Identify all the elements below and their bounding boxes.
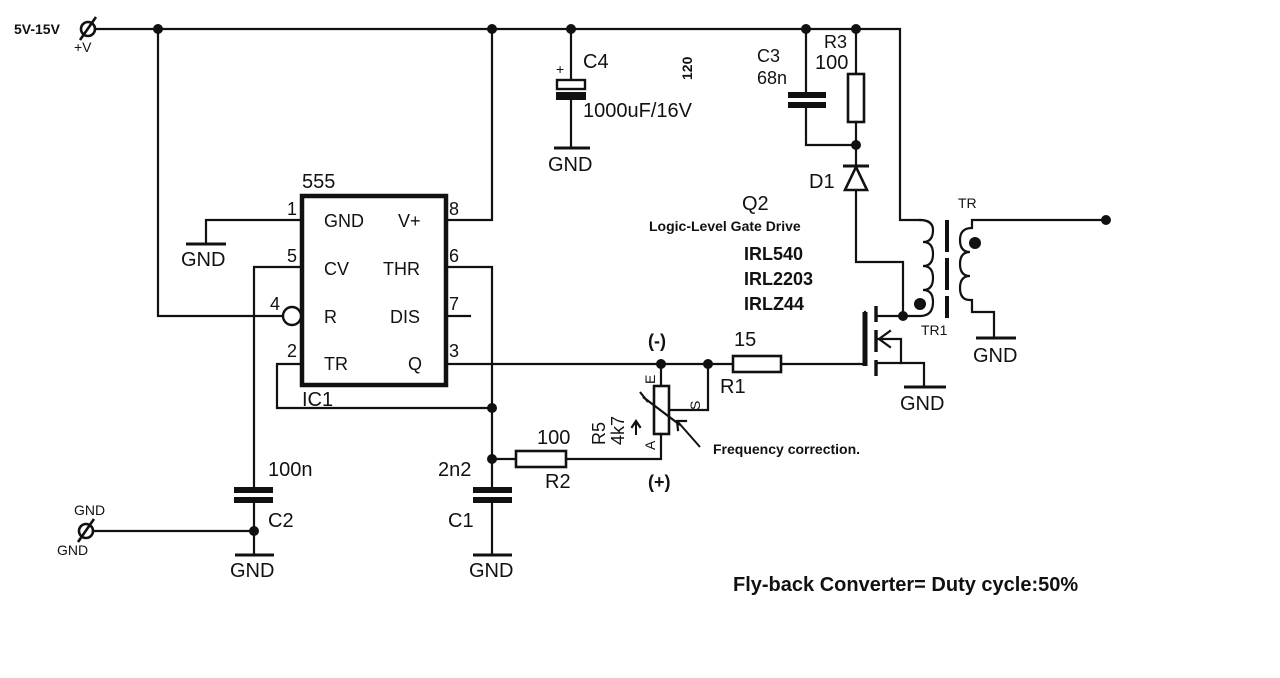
diode-d1: D1: [809, 163, 905, 315]
c2-ref: C2: [268, 510, 294, 532]
supply-terminal-label: +V: [74, 39, 92, 55]
c2-value: 100n: [268, 459, 313, 481]
pin-name: GND: [324, 211, 364, 231]
ground-label: GND: [469, 560, 513, 582]
r5-pin-a: A: [642, 440, 658, 450]
pin-name: Q: [408, 354, 422, 374]
pin-name: CV: [324, 259, 349, 279]
d1-ref: D1: [809, 171, 835, 193]
junction-node: [851, 140, 861, 150]
pin-number: 5: [287, 246, 297, 266]
ic1-part: 555: [302, 171, 335, 193]
ic1-ref: IC1: [302, 389, 333, 411]
capacitor-c2: 100n C2 GND: [230, 459, 313, 582]
q2-labels: Q2 Logic-Level Gate Drive IRL540 IRL2203…: [649, 193, 813, 314]
pin1-gnd-wire: [204, 218, 304, 246]
c1-ref: C1: [448, 510, 474, 532]
pin-name: THR: [383, 259, 420, 279]
r5-note: Frequency correction.: [713, 441, 860, 457]
junction-node: [487, 403, 497, 413]
ground-terminal-bottom-label: GND: [57, 542, 88, 558]
ground-label: GND: [973, 345, 1017, 367]
r3-value: 100: [815, 52, 848, 74]
pin-name: TR: [324, 354, 348, 374]
r3-ref: R3: [824, 32, 847, 52]
r5-pin-s: S: [687, 401, 703, 410]
capacitor-c4: + C4 1000uF/16V GND: [548, 27, 693, 176]
q2-part: IRL540: [744, 244, 803, 264]
c3-value: 68n: [757, 68, 787, 88]
thr-wire: [444, 265, 494, 489]
potentiometer-r5: E S A R5 4k7 Frequency correction.: [560, 362, 860, 461]
pin-name: V+: [398, 211, 421, 231]
supply-terminal: 5V-15V +V: [14, 16, 98, 55]
ground-label: GND: [900, 393, 944, 415]
output-terminal: [1101, 215, 1111, 225]
secondary-dot: [969, 237, 981, 249]
c4-polarity: +: [556, 61, 564, 77]
r5-pin-e: E: [642, 375, 658, 384]
ground-label: GND: [230, 560, 274, 582]
ground-terminal: GND GND: [57, 502, 256, 558]
ground-label: GND: [548, 154, 592, 176]
r1-ref: R1: [720, 376, 746, 398]
tr1-ref: TR1: [921, 322, 948, 338]
pin-number: 3: [449, 341, 459, 361]
q2-part: IRLZ44: [744, 294, 804, 314]
pin-number: 4: [270, 294, 280, 314]
tr-wire: [275, 362, 494, 410]
c1-value: 2n2: [438, 459, 471, 481]
reset-wire: [156, 27, 284, 318]
reset-inversion-bubble: [281, 305, 303, 327]
polarity-minus: (-): [648, 331, 666, 351]
pin-number: 6: [449, 246, 459, 266]
capacitor-c3: C3 68n: [757, 27, 858, 147]
tr-ref: TR: [958, 195, 977, 211]
r5-value: 4k7: [608, 416, 628, 445]
q2-part: IRL2203: [744, 269, 813, 289]
stray-label: 120: [679, 56, 695, 80]
pin-number: 2: [287, 341, 297, 361]
pin-name: DIS: [390, 307, 420, 327]
junction-node: [487, 454, 497, 464]
resistor-r2: 100 R2: [490, 427, 571, 493]
pin-number: 8: [449, 199, 459, 219]
transformer-tr: TR TR1 GND: [901, 195, 1111, 367]
r2-ref: R2: [545, 471, 571, 493]
resistor-r3: R3 100: [815, 27, 866, 167]
primary-dot: [914, 298, 926, 310]
cv-wire: [252, 265, 304, 489]
q2-note: Logic-Level Gate Drive: [649, 218, 801, 234]
polarity-plus: (+): [648, 472, 671, 492]
pin-number: 1: [287, 199, 297, 219]
supply-voltage-label: 5V-15V: [14, 21, 61, 37]
ground-label: GND: [181, 249, 225, 271]
r1-value: 15: [734, 329, 756, 351]
c4-value: 1000uF/16V: [583, 100, 693, 122]
supply-rail-wire: [93, 27, 922, 222]
q2-ref: Q2: [742, 193, 769, 215]
ground-terminal-top-label: GND: [74, 502, 105, 518]
c4-ref: C4: [583, 51, 609, 73]
mosfet-q2: GND: [778, 306, 946, 415]
pin-number: 7: [449, 294, 459, 314]
c3-ref: C3: [757, 46, 780, 66]
resistor-r1: 15 R1: [720, 329, 783, 398]
capacitor-c1: 2n2 C1 GND: [438, 459, 513, 582]
ic1-555-timer: 555 IC1 GND V+ CV THR R DIS TR Q 1 8 5 6…: [270, 171, 459, 411]
pin-name: R: [324, 307, 337, 327]
r5-ref: R5: [589, 422, 609, 445]
r2-value: 100: [537, 427, 570, 449]
vcc-pin8-wire: [444, 27, 494, 222]
diagram-title: Fly-back Converter= Duty cycle:50%: [733, 574, 1078, 596]
